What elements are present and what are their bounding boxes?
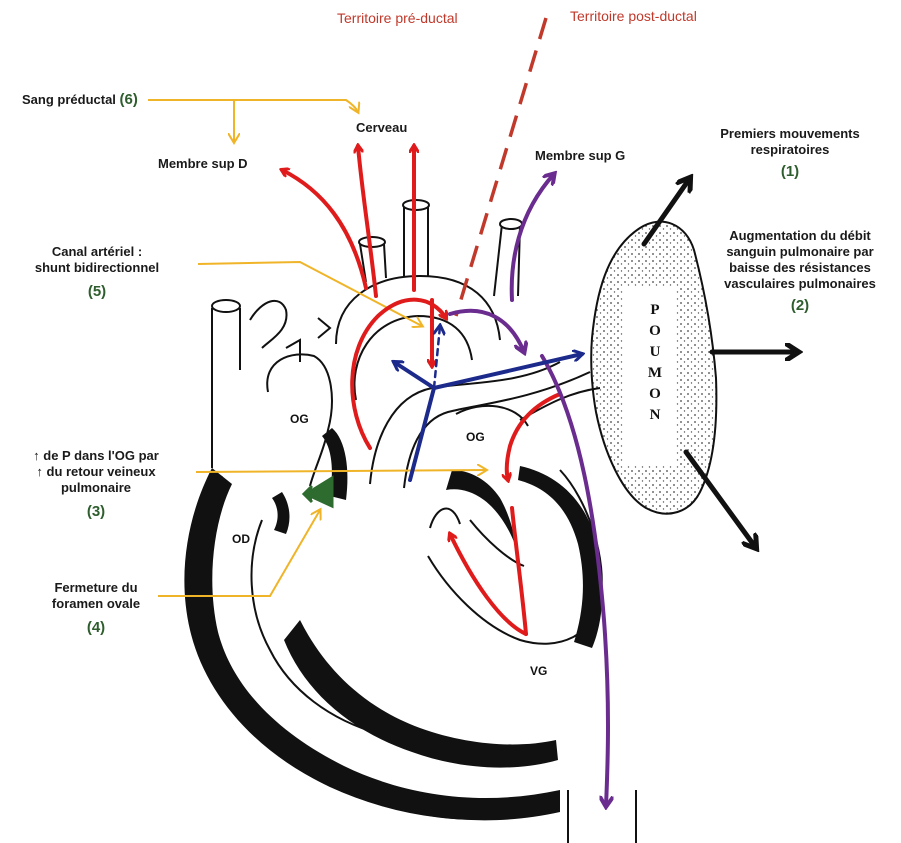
augmentation-line4: vasculaires pulmonaires (704, 276, 896, 292)
poumon-letter-u: U (640, 342, 670, 363)
premiers-mouvements-label: Premiers mouvements respiratoires (1) (700, 126, 880, 180)
foramen-ovale-closure-arrow (304, 478, 332, 506)
poumon-letter-o2: O (640, 384, 670, 405)
pression-og-line1: ↑ de P dans l'OG par (16, 448, 176, 464)
sang-preductal-label: Sang préductal (6) (22, 92, 138, 108)
chamber-vg: VG (530, 664, 547, 678)
poumon-label: P O U M O N (640, 300, 670, 426)
pression-og-line3: pulmonaire (16, 480, 176, 496)
augmentation-line2: sanguin pulmonaire par (704, 244, 896, 260)
premiers-line2: respiratoires (700, 142, 880, 158)
pression-og-line2: ↑ du retour veineux (16, 464, 176, 480)
fermeture-number: (4) (36, 620, 156, 636)
premiers-line1: Premiers mouvements (700, 126, 880, 142)
cerveau-label: Cerveau (356, 120, 407, 136)
poumon-letter-p: P (640, 300, 670, 321)
chamber-og-right: OG (466, 430, 485, 444)
membre-sup-d-label: Membre sup D (158, 156, 248, 172)
territory-pre-ductal-label: Territoire pré-ductal (337, 10, 458, 26)
sang-preductal-text: Sang préductal (22, 92, 116, 107)
augmentation-number: (2) (704, 298, 896, 314)
membre-sup-g-label: Membre sup G (535, 148, 625, 164)
chamber-od: OD (232, 532, 250, 546)
poumon-letter-o1: O (640, 321, 670, 342)
chamber-og-left: OG (290, 412, 309, 426)
premiers-number: (1) (700, 164, 880, 180)
pression-og-number: (3) (16, 504, 176, 520)
canal-arteriel-number: (5) (22, 284, 172, 300)
canal-arteriel-label: Canal artériel : shunt bidirectionnel (5… (22, 244, 172, 300)
ductal-territory-separator (456, 18, 546, 316)
sang-preductal-number: (6) (120, 91, 138, 108)
fermeture-line2: foramen ovale (36, 596, 156, 612)
poumon-letter-m: M (640, 363, 670, 384)
poumon-letter-n: N (640, 405, 670, 426)
pression-og-label: ↑ de P dans l'OG par ↑ du retour veineux… (16, 448, 176, 520)
territory-post-ductal-label: Territoire post-ductal (570, 8, 697, 24)
canal-arteriel-line2: shunt bidirectionnel (22, 260, 172, 276)
fermeture-line1: Fermeture du (36, 580, 156, 596)
augmentation-debit-label: Augmentation du débit sanguin pulmonaire… (704, 228, 896, 314)
augmentation-line1: Augmentation du débit (704, 228, 896, 244)
heart-walls (184, 428, 602, 820)
augmentation-line3: baisse des résistances (704, 260, 896, 276)
canal-arteriel-line1: Canal artériel : (22, 244, 172, 260)
fermeture-foramen-label: Fermeture du foramen ovale (4) (36, 580, 156, 636)
